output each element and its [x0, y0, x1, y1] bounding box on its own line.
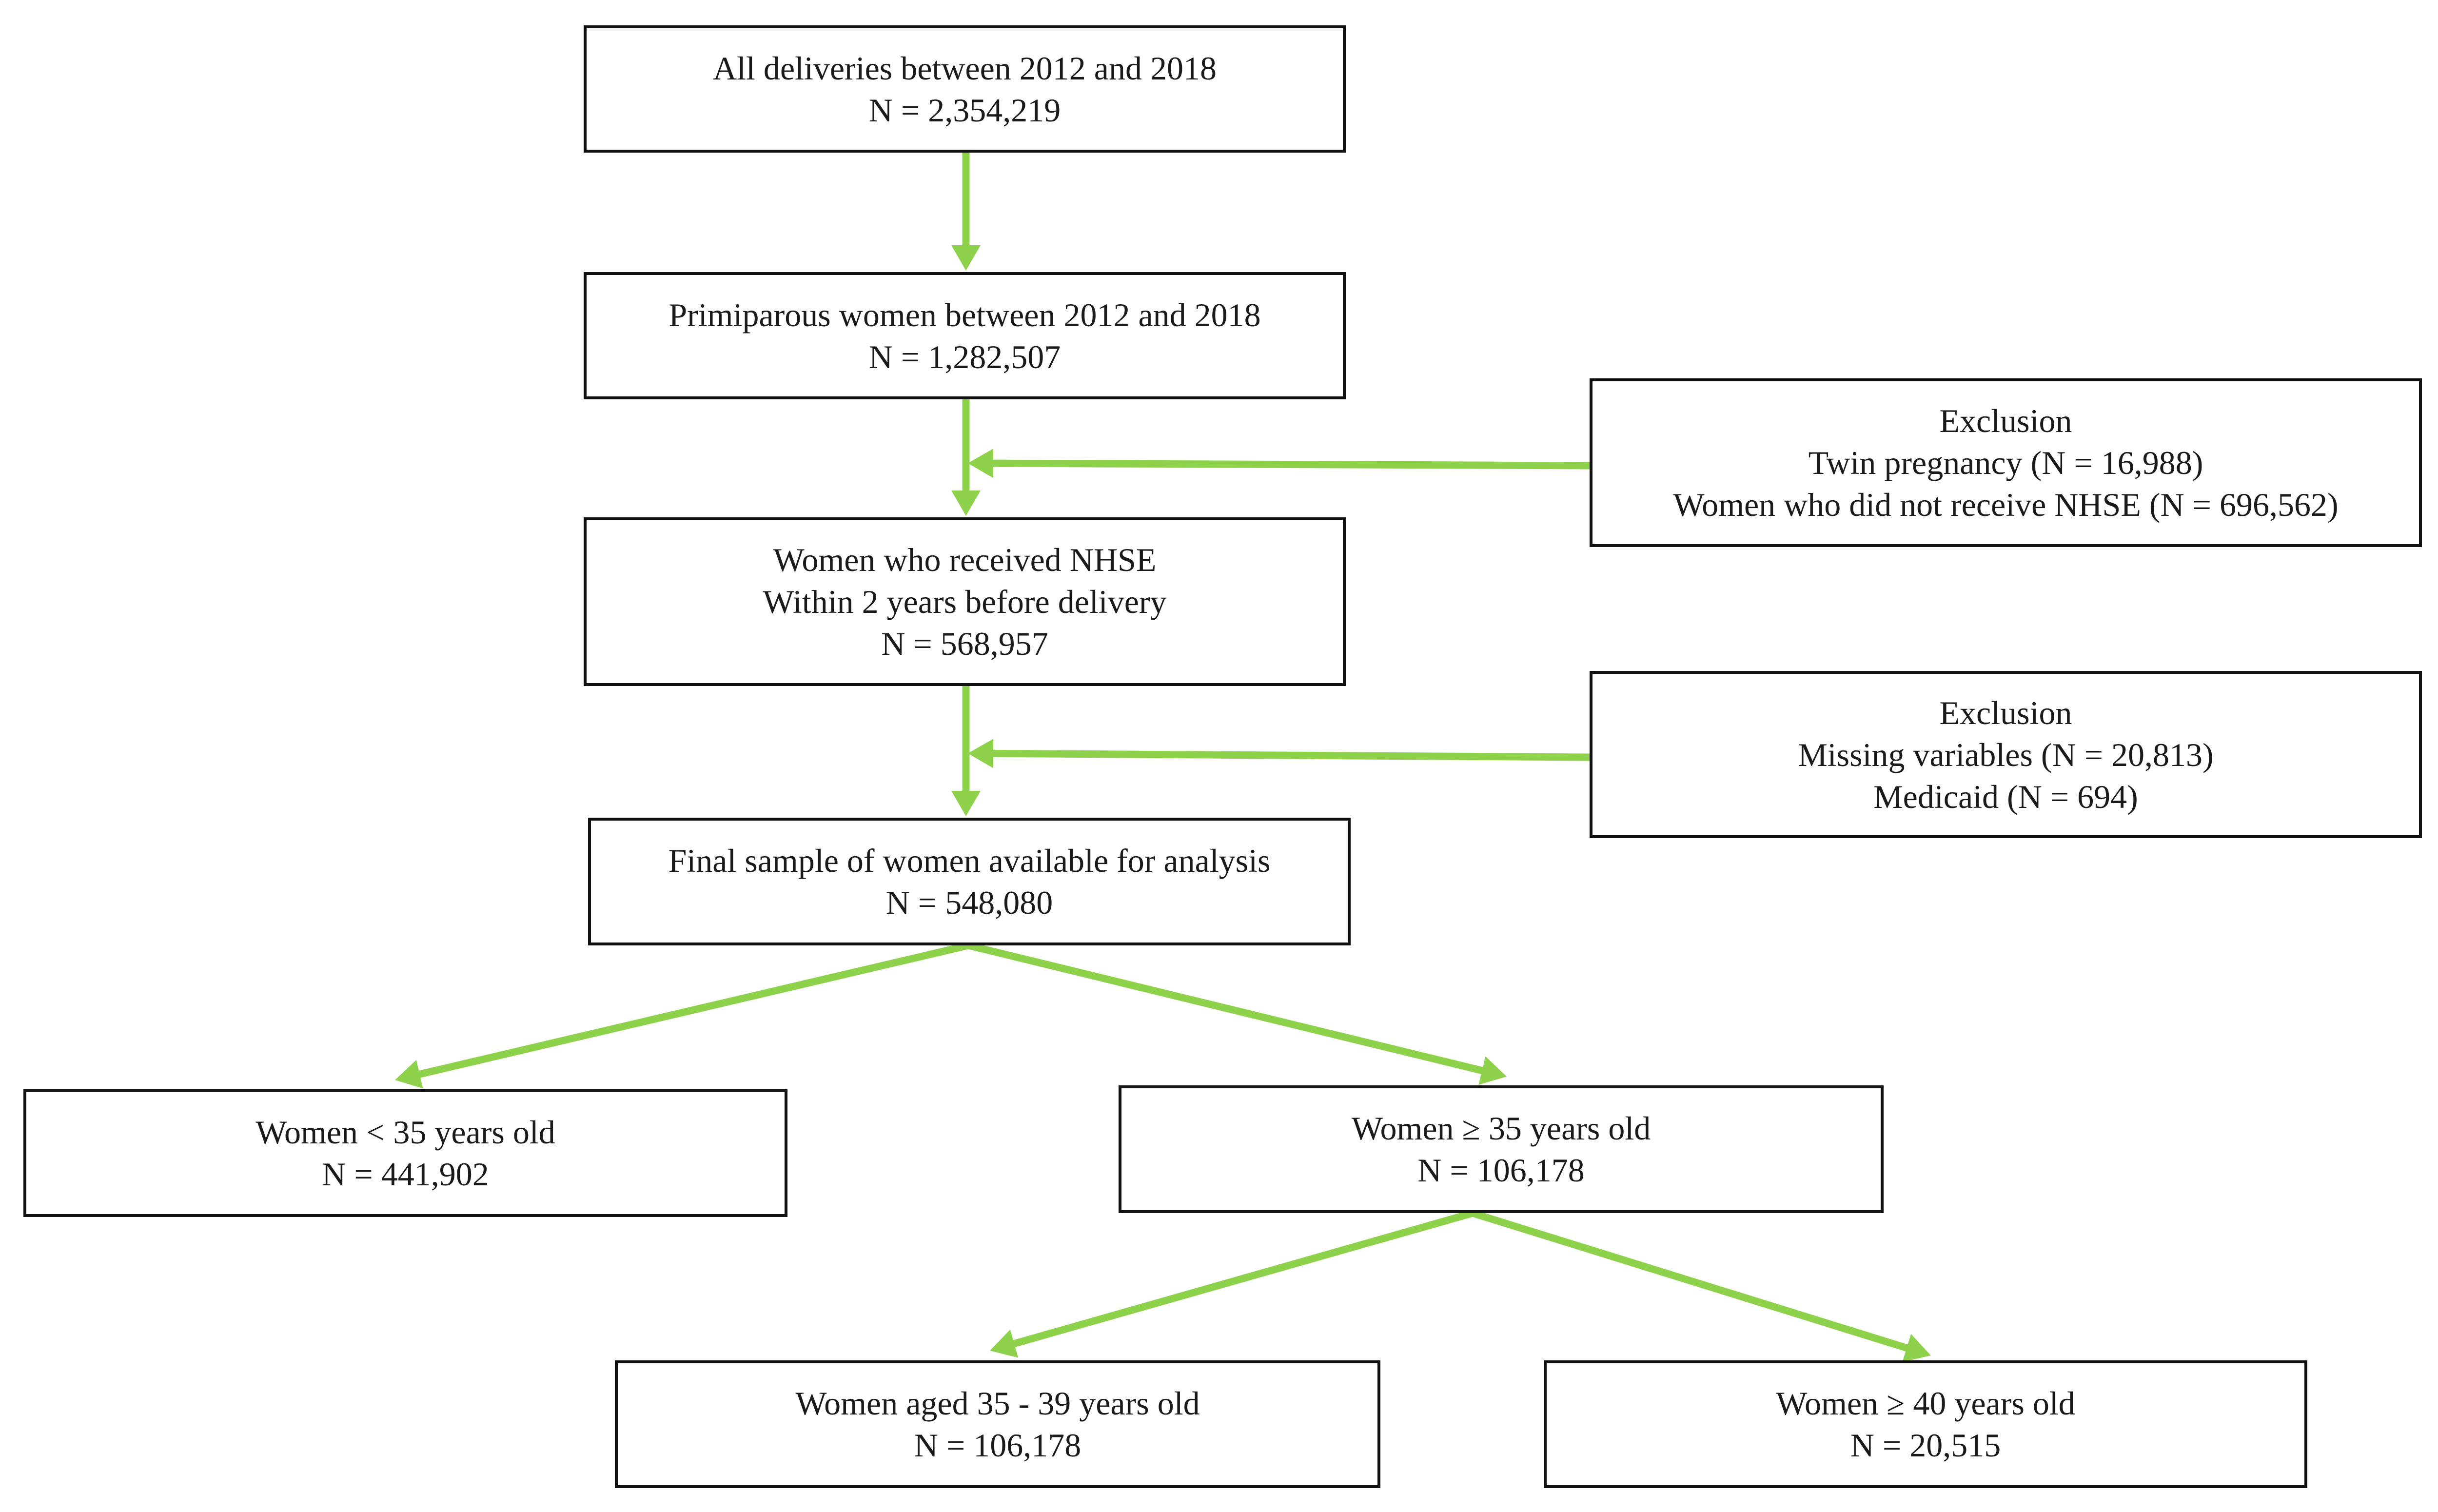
exclusion-box-1: Exclusion Twin pregnancy (N = 16,988) Wo…	[1590, 378, 2422, 547]
exclusion-2-heading: Exclusion	[1939, 694, 2072, 731]
primiparous-label: Primiparous women between 2012 and 2018	[668, 296, 1261, 334]
received-nhse-window: Within 2 years before delivery	[763, 583, 1167, 620]
received-nhse-count: N = 568,957	[881, 625, 1048, 662]
women-40-plus-box: Women ≥ 40 years old N = 20,515	[1544, 1360, 2307, 1488]
exclusion-box-2: Exclusion Missing variables (N = 20,813)…	[1590, 671, 2422, 838]
women-40-plus-label: Women ≥ 40 years old	[1776, 1385, 2075, 1422]
final-sample-label: Final sample of women available for anal…	[668, 842, 1271, 879]
arrow-35-plus-to-35-39	[990, 1209, 1474, 1358]
arrow-exclusion-1	[968, 449, 1590, 478]
women-40-plus-count: N = 20,515	[1850, 1427, 2001, 1464]
arrow-nhse-to-final	[951, 686, 981, 816]
arrow-exclusion-2	[968, 739, 1590, 768]
women-under-35-count: N = 441,902	[322, 1156, 489, 1193]
all-deliveries-box: All deliveries between 2012 and 2018 N =…	[584, 25, 1346, 153]
women-under-35-box: Women < 35 years old N = 441,902	[23, 1089, 787, 1217]
arrow-35-plus-to-40-plus	[1471, 1209, 1931, 1362]
all-deliveries-label: All deliveries between 2012 and 2018	[713, 49, 1217, 87]
arrow-primiparous-to-nhse	[951, 399, 981, 516]
primiparous-women-box: Primiparous women between 2012 and 2018 …	[584, 272, 1346, 399]
exclusion-1-no-nhse: Women who did not receive NHSE (N = 696,…	[1673, 486, 2339, 523]
final-sample-box: Final sample of women available for anal…	[588, 818, 1351, 945]
women-35-plus-box: Women ≥ 35 years old N = 106,178	[1119, 1085, 1884, 1213]
exclusion-2-missing: Missing variables (N = 20,813)	[1798, 736, 2214, 773]
women-35-39-count: N = 106,178	[914, 1427, 1081, 1464]
women-35-plus-count: N = 106,178	[1417, 1152, 1585, 1189]
all-deliveries-count: N = 2,354,219	[868, 91, 1061, 129]
arrow-all-to-primiparous	[951, 153, 981, 271]
arrow-final-to-35-plus	[967, 942, 1507, 1085]
exclusion-2-medicaid: Medicaid (N = 694)	[1873, 778, 2138, 815]
received-nhse-box: Women who received NHSE Within 2 years b…	[584, 517, 1346, 686]
women-35-39-label: Women aged 35 - 39 years old	[795, 1385, 1200, 1422]
primiparous-count: N = 1,282,507	[868, 338, 1061, 375]
women-under-35-label: Women < 35 years old	[256, 1114, 555, 1151]
women-35-39-box: Women aged 35 - 39 years old N = 106,178	[615, 1360, 1380, 1488]
arrow-final-to-under-35	[395, 942, 969, 1089]
received-nhse-label: Women who received NHSE	[773, 541, 1157, 578]
women-35-plus-label: Women ≥ 35 years old	[1351, 1110, 1651, 1147]
exclusion-1-twin: Twin pregnancy (N = 16,988)	[1808, 444, 2203, 481]
exclusion-1-heading: Exclusion	[1939, 402, 2072, 439]
final-sample-count: N = 548,080	[885, 884, 1053, 921]
